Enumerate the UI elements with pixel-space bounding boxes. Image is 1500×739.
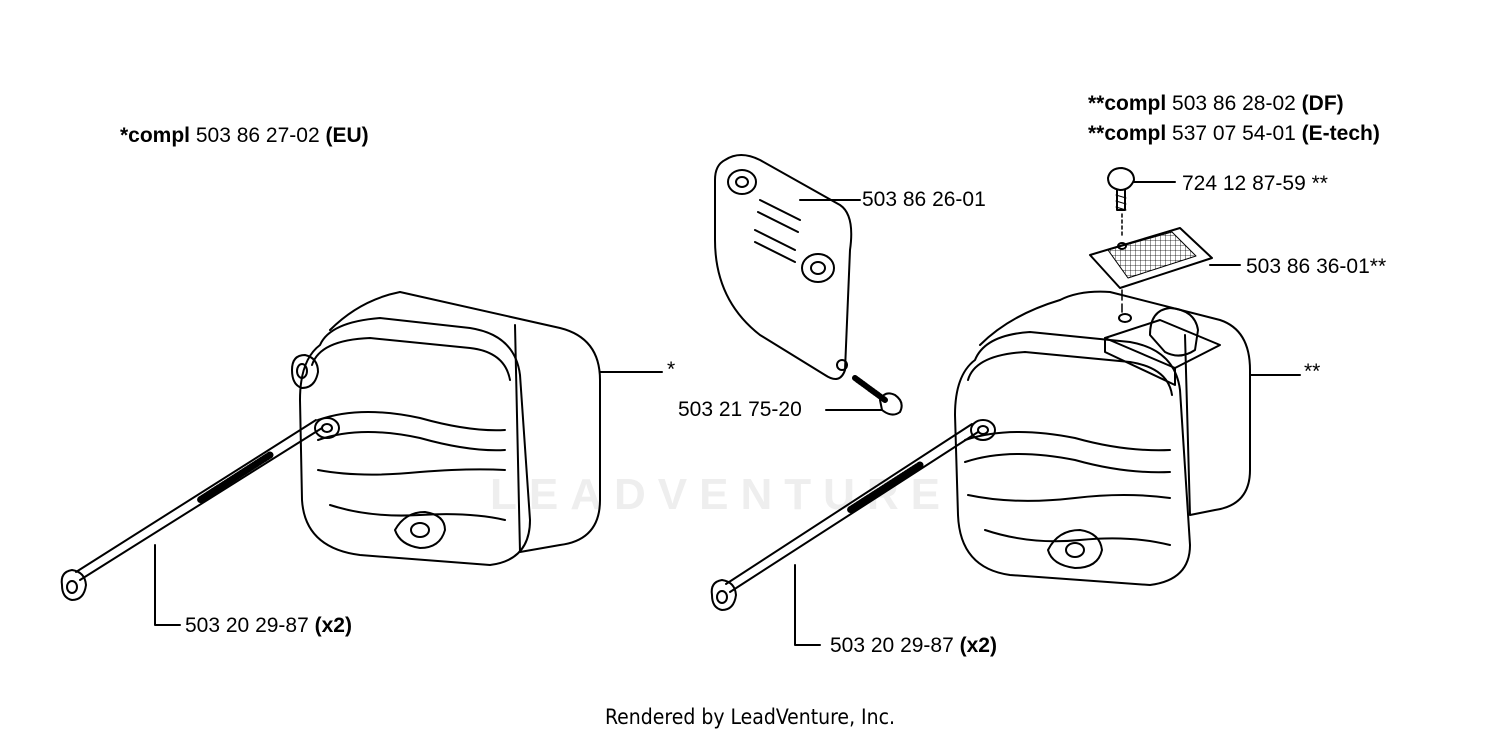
bracket-screw — [825, 375, 903, 416]
screen-screw — [1107, 167, 1176, 239]
label-left-compl: *compl 503 86 27-02 (EU) — [120, 124, 369, 147]
left-muffler — [291, 291, 663, 566]
right-bolt — [710, 423, 979, 646]
label-left-bolt: 503 20 29-87 (x2) — [185, 614, 352, 637]
label-bracket-screw: 503 21 75-20 — [678, 398, 802, 421]
muffler-bracket — [714, 154, 861, 380]
label-screen-screw: 724 12 87-59 ** — [1182, 172, 1328, 195]
label-right-compl-2: **compl 537 07 54-01 (E-tech) — [1088, 122, 1380, 145]
label-right-bolt: 503 20 29-87 (x2) — [830, 634, 997, 657]
right-muffler — [954, 290, 1301, 586]
footer-credit: Rendered by LeadVenture, Inc. — [605, 705, 895, 729]
spark-screen — [1089, 227, 1241, 313]
label-bracket: 503 86 26-01 — [862, 188, 986, 211]
label-right-compl-1: **compl 503 86 28-02 (DF) — [1088, 92, 1344, 115]
label-right-muffler-mark: ** — [1304, 360, 1321, 383]
left-bolt — [60, 419, 323, 626]
label-left-muffler-mark: * — [667, 358, 676, 381]
label-spark-screen: 503 86 36-01** — [1246, 255, 1387, 278]
